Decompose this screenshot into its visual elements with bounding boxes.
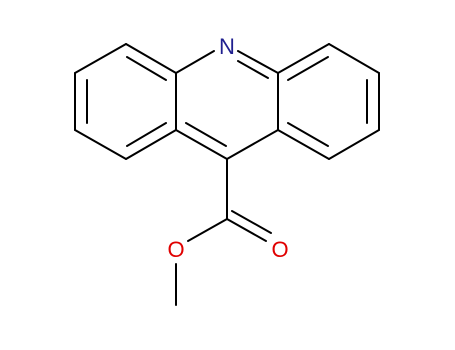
- bond-center-upper-left: [175, 50, 215, 74]
- bond-center-lower-right: [226, 129, 279, 160]
- bond-left-ring-5: [125, 129, 177, 160]
- bond-left-ring-1-inner: [126, 56, 167, 81]
- bond-center-upper-right-inner: [237, 60, 269, 79]
- bond-carbonyl-ester-o: [187, 218, 228, 242]
- bond-right-ring-4: [328, 129, 380, 160]
- bond-left-ring-1: [125, 43, 177, 74]
- bond-right-ring-1: [277, 43, 330, 74]
- ester-oxygen-label: O: [167, 237, 184, 262]
- bond-right-ring-2: [328, 43, 380, 74]
- bond-left-ring-4: [74, 129, 127, 160]
- bond-right-ring-1-inner: [287, 56, 329, 81]
- bond-left-ring-2: [74, 43, 127, 74]
- bond-center-lower-left-inner: [185, 122, 227, 147]
- bond-carbonyl-double-1: [226, 218, 267, 242]
- carbonyl-oxygen-label: O: [271, 237, 288, 262]
- nitrogen-atom-label: N: [219, 34, 235, 59]
- bond-left-ring-5-inner: [126, 122, 167, 147]
- bond-center-lower-left: [175, 129, 228, 160]
- bond-right-ring-5-inner: [287, 122, 329, 147]
- bond-layer: [74, 43, 380, 306]
- bond-right-ring-5: [277, 129, 330, 160]
- bond-carbonyl-double-2: [231, 210, 272, 234]
- bond-center-upper-right: [237, 50, 279, 74]
